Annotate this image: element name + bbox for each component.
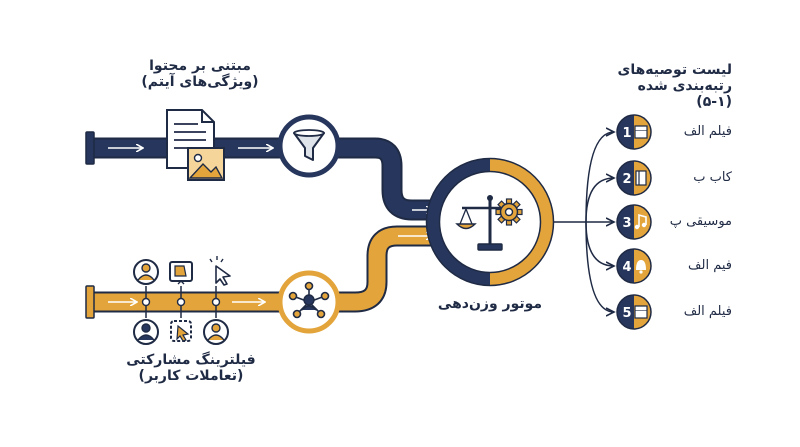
interaction-nodes xyxy=(141,286,221,318)
music-note-icon xyxy=(634,213,647,230)
thumbs-up-icon xyxy=(169,261,193,285)
ranked-item-label: کاب ب xyxy=(693,170,732,185)
film-clapper-icon xyxy=(634,305,648,319)
badge-left-half xyxy=(617,205,634,239)
rank-number: 3 xyxy=(622,216,631,231)
cursor-click-icon xyxy=(209,256,231,286)
badge-outline xyxy=(616,248,652,284)
ranked-items: 1 2 3 4 5 xyxy=(616,114,652,330)
image-icon xyxy=(187,147,225,181)
network-icon xyxy=(277,270,341,334)
badge-right-half xyxy=(634,205,651,239)
click-burst-icon xyxy=(170,320,192,342)
badge-left-half xyxy=(617,161,634,195)
badge-left-half xyxy=(617,115,634,149)
badge-outline xyxy=(616,160,652,196)
content-based-label: مبتنی بر محتوا (ویژگی‌های آیتم) xyxy=(130,58,270,90)
collaborative-label: فیلترینگ مشارکتی (تعاملات کاربر) xyxy=(116,352,266,384)
ranked-item: 5 xyxy=(616,294,652,330)
ranked-item: 4 xyxy=(616,248,652,284)
engine-label: موتور وزن‌دهی xyxy=(437,296,543,312)
user-avatar-icon xyxy=(133,259,159,285)
ranked-item: 2 xyxy=(616,160,652,196)
film-clapper-icon xyxy=(634,125,648,139)
bell-icon xyxy=(636,260,646,274)
ranked-item-label: فیم الف xyxy=(688,258,732,273)
ranked-item: 3 xyxy=(616,204,652,240)
badge-outline xyxy=(616,204,652,240)
book-icon xyxy=(635,170,647,186)
filter-funnel-icon xyxy=(277,114,341,178)
content-based-subtitle: (ویژگی‌های آیتم) xyxy=(141,74,259,90)
rank-number: 5 xyxy=(622,306,631,321)
collaborative-title: فیلترینگ مشارکتی xyxy=(126,352,256,368)
pipe-cap xyxy=(85,131,95,165)
user-avatar-icon xyxy=(133,319,159,345)
output-connector xyxy=(554,132,614,312)
gear-icon xyxy=(495,198,523,226)
ranked-item-label: موسیقی پ xyxy=(669,214,732,229)
content-based-title: مبتنی بر محتوا xyxy=(149,58,251,74)
collaborative-pipe xyxy=(85,225,440,319)
balance-scale-icon xyxy=(455,195,506,251)
rank-number: 4 xyxy=(622,260,631,275)
content-pipe xyxy=(85,131,440,221)
ranked-list-title: لیست توصیه‌های رتبه‌بندی شده (۱-۵) xyxy=(600,62,732,110)
badge-outline xyxy=(616,114,652,150)
ranked-item: 1 xyxy=(616,114,652,150)
rank-number: 2 xyxy=(622,172,631,187)
user-avatar-icon xyxy=(203,319,229,345)
pipe-cap xyxy=(85,285,95,319)
badge-left-half xyxy=(617,295,634,329)
badge-left-half xyxy=(617,249,634,283)
ranked-list-title-line2: رتبه‌بندی شده (۱-۵) xyxy=(637,78,732,110)
rank-number: 1 xyxy=(622,126,631,141)
badge-outline xyxy=(616,294,652,330)
ranked-item-label: فیلم الف xyxy=(683,124,732,139)
ranked-item-label: فیلم الف xyxy=(683,304,732,319)
collaborative-subtitle: (تعاملات کاربر) xyxy=(138,368,244,384)
ranked-list-title-line1: لیست توصیه‌های xyxy=(617,62,732,78)
